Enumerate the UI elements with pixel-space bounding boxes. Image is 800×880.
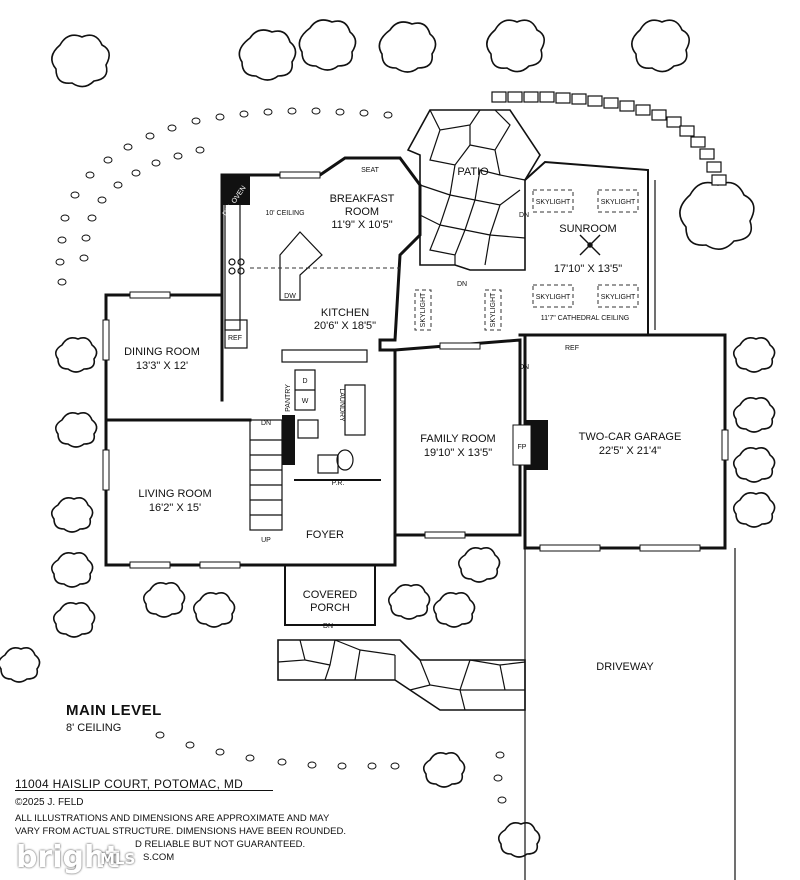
tree-icon [142,582,186,618]
tree-icon [457,547,501,583]
brick-border [491,91,727,186]
driveway-label: DRIVEWAY [596,661,654,673]
down-label: DN [519,212,529,219]
walls [104,156,736,880]
tree-icon [679,181,755,250]
tree-icon [497,822,541,858]
tree-icon [54,337,98,373]
up-label: UP [261,537,271,544]
sunroom-label: SUNROOM [559,223,616,235]
garage-label: TWO-CAR GARAGE [579,431,682,443]
garage-ref-label: REF [565,345,579,352]
walkway-flagstones [277,639,526,711]
skylight-label: SKYLIGHT [536,199,571,206]
down-label: DN [323,623,333,630]
tree-icon [192,592,236,628]
kitchen-label: KITCHEN [321,307,369,319]
skylight-label: SKYLIGHT [420,292,427,327]
tree-icon [51,34,110,88]
breakfast-room-label-1: BREAKFAST [330,193,395,205]
disclaimer-line: ALL ILLUSTRATIONS AND DIMENSIONS ARE APP… [15,813,330,824]
fixture-labels: SEAT DBL OVEN DW REF REF SKYLIGHT SKYLIG… [222,167,636,630]
kitchen-ceiling-note: 10' CEILING [265,210,304,217]
living-room-label: LIVING ROOM [138,488,211,500]
fireplace [512,420,548,470]
down-label: DN [457,281,467,288]
tree-icon [422,752,466,788]
tree-icon [50,497,94,533]
tree-icon [378,21,437,73]
kitchen-fixtures [222,175,400,349]
copyright: ©2025 J. FELD [15,797,84,808]
footer-divider [15,790,273,791]
disclaimer: ALL ILLUSTRATIONS AND DIMENSIONS ARE APP… [15,812,375,864]
sunroom-dims: 17'10" X 13'5" [554,263,622,275]
tree-icon [387,584,431,620]
skylight-label: SKYLIGHT [536,294,571,301]
pantry-label: PANTRY [285,384,292,412]
bright-mls-watermark: bright MLS [0,836,160,880]
room-labels: BREAKFAST ROOM 11'9" X 10'5" 10' CEILING… [124,166,681,673]
tree-icon [50,552,94,588]
stairs [249,415,295,531]
windows [102,171,729,569]
kitchen-ref-label: REF [228,335,242,342]
tree-icon [732,337,776,373]
family-room-dims: 19'10" X 13'5" [424,447,492,459]
disclaimer-line: VARY FROM ACTUAL STRUCTURE. DIMENSIONS H… [15,826,346,837]
tree-icon [238,29,297,81]
skylights [414,189,639,331]
kitchen-dims: 20'6" X 18'5" [314,320,376,332]
patio-label: PATIO [457,166,489,178]
disclaimer-line: D RELIABLE BUT NOT GUARANTEED. [135,839,306,850]
tree-icon [631,19,690,73]
porch-label-2: PORCH [310,602,350,614]
utility-rooms [281,349,381,481]
dishwasher-label: DW [284,293,296,300]
tree-icon [486,19,545,73]
dining-room-label: DINING ROOM [124,346,200,358]
tree-icon [432,592,476,628]
family-room-label: FAMILY ROOM [420,433,495,445]
property-address: 11004 HAISLIP COURT, POTOMAC, MD [15,777,244,791]
tree-icon [732,447,776,483]
washer-label: W [302,398,309,405]
watermark-brand: bright [16,840,120,875]
dining-room-dims: 13'3" X 12' [136,360,188,372]
tree-icon [52,602,96,638]
seat-label: SEAT [361,167,379,174]
garage-dims: 22'5" X 21'4" [599,445,661,457]
down-label: DN [519,364,529,371]
breakfast-room-dims: 11'9" X 10'5" [331,219,392,231]
disclaimer-line: S.COM [143,852,175,863]
fireplace-label: FP [518,444,527,451]
tree-icon [54,412,98,448]
skylight-label: SKYLIGHT [490,292,497,327]
dryer-label: D [302,378,307,385]
breakfast-room-label-2: ROOM [345,206,379,218]
sunroom-ceiling-note: 11'7" CATHEDRAL CEILING [541,315,630,322]
watermark-suffix: MLS [100,850,136,868]
patio-flagstones [406,109,541,271]
down-label: DN [261,420,271,427]
ceiling-fan-icon [579,234,601,256]
porch-label-1: COVERED [303,589,357,601]
level-subtitle: 8' CEILING [66,722,122,734]
foyer-label: FOYER [306,529,344,541]
level-title: MAIN LEVEL [66,702,162,719]
laundry-label: LAUNDRY [338,388,345,422]
skylight-label: SKYLIGHT [601,199,636,206]
tree-icon [732,397,776,433]
tree-icon [298,19,357,71]
landscape-trees [0,19,776,858]
stepping-stones [55,107,507,804]
tree-icon [732,492,776,528]
powder-room-label: P.R. [332,480,345,487]
skylight-label: SKYLIGHT [601,294,636,301]
living-room-dims: 16'2" X 15' [149,502,201,514]
tree-icon [0,647,41,683]
